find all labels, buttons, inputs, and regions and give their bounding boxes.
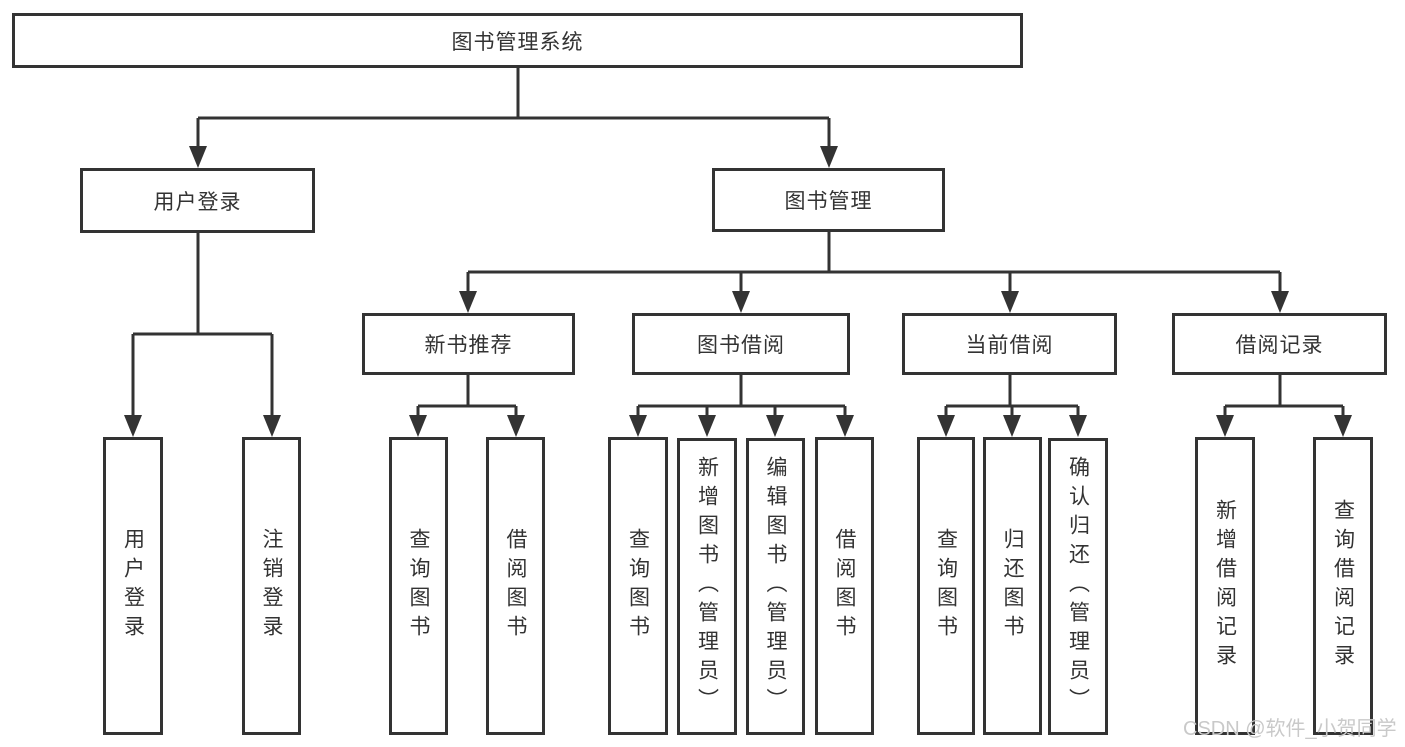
leaf-edit-books-admin: 编辑图书（管理员） (746, 438, 805, 735)
node-borrow-records: 借阅记录 (1172, 313, 1387, 375)
node-root: 图书管理系统 (12, 13, 1023, 68)
leaf-user-login: 用户登录 (103, 437, 163, 735)
node-book-management: 图书管理 (712, 168, 945, 232)
watermark: CSDN @软件_小贺同学 (1183, 718, 1397, 740)
node-book-borrow: 图书借阅 (632, 313, 850, 375)
leaf-query-books-borrow: 查询图书 (608, 437, 668, 735)
leaf-add-borrow-record: 新增借阅记录 (1195, 437, 1255, 735)
leaf-query-books-recommend: 查询图书 (389, 437, 448, 735)
node-new-book-recommend: 新书推荐 (362, 313, 575, 375)
leaf-add-books-admin: 新增图书（管理员） (677, 438, 737, 735)
node-user-login: 用户登录 (80, 168, 315, 233)
leaf-logout-login: 注销登录 (242, 437, 301, 735)
leaf-query-borrow-record: 查询借阅记录 (1313, 437, 1373, 735)
leaf-confirm-return-admin: 确认归还（管理员） (1048, 438, 1108, 735)
leaf-query-books-current: 查询图书 (917, 437, 975, 735)
leaf-borrow-books-recommend: 借阅图书 (486, 437, 545, 735)
leaf-borrow-books-borrow: 借阅图书 (815, 437, 874, 735)
node-current-borrow: 当前借阅 (902, 313, 1117, 375)
leaf-return-books: 归还图书 (983, 437, 1042, 735)
